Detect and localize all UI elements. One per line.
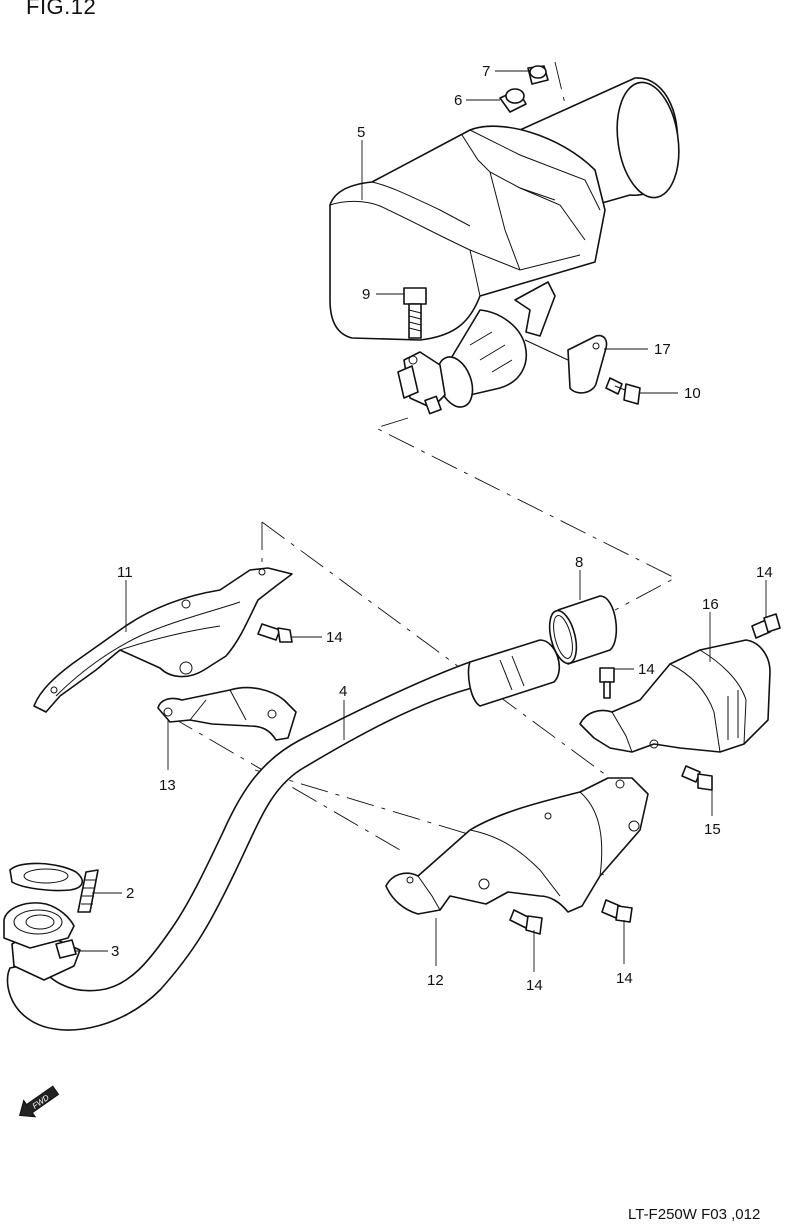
pipe-joint-8 [548,595,618,665]
nut-and-washer [499,65,549,113]
callout-17: 17 [654,341,671,358]
drawing-code: LT-F250W F03 ,012 [628,1206,761,1223]
callout-3: 3 [111,943,119,960]
heat-protector-12 [385,777,649,915]
callout-6: 6 [454,92,462,109]
callout-14-center: 14 [638,661,655,678]
callout-8: 8 [575,554,583,571]
bolt-10 [605,377,641,405]
callout-2: 2 [126,885,134,902]
callout-13: 13 [159,777,176,794]
leader-lines [74,70,767,972]
callout-labels: 7 6 5 9 17 10 8 14 16 11 14 14 4 13 15 2… [111,63,773,994]
callout-14-left: 14 [326,629,343,646]
muffler [329,77,680,415]
bolt-14-c [751,613,781,639]
callout-11: 11 [117,564,133,581]
callout-5: 5 [357,124,365,141]
bolt-15 [681,765,713,791]
bolt-14-a [257,623,293,643]
callout-7: 7 [482,63,490,80]
figure-title: FIG.12 [26,0,97,19]
bracket-13 [157,686,297,741]
heat-protector-11 [33,567,293,713]
nut-3 [55,939,77,959]
bolt-14-d [509,909,543,935]
fwd-arrow-icon: FWD [18,1085,60,1118]
heat-protector-16 [579,639,771,753]
bracket-17 [524,334,608,394]
callout-14-bottom-left: 14 [526,977,543,994]
bolt-14-b [599,667,615,699]
stud-bolt-2 [77,869,99,913]
callout-9: 9 [362,286,370,303]
callout-14-bottom-right: 14 [616,970,633,987]
callout-15: 15 [704,821,721,838]
callout-10: 10 [684,385,701,402]
bolt-14-e [601,899,633,923]
callout-14-top-right: 14 [756,564,773,581]
callout-12: 12 [427,972,444,989]
exhaust-pipe-4 [3,639,561,1031]
callout-4: 4 [339,683,347,700]
callout-16: 16 [702,596,719,613]
